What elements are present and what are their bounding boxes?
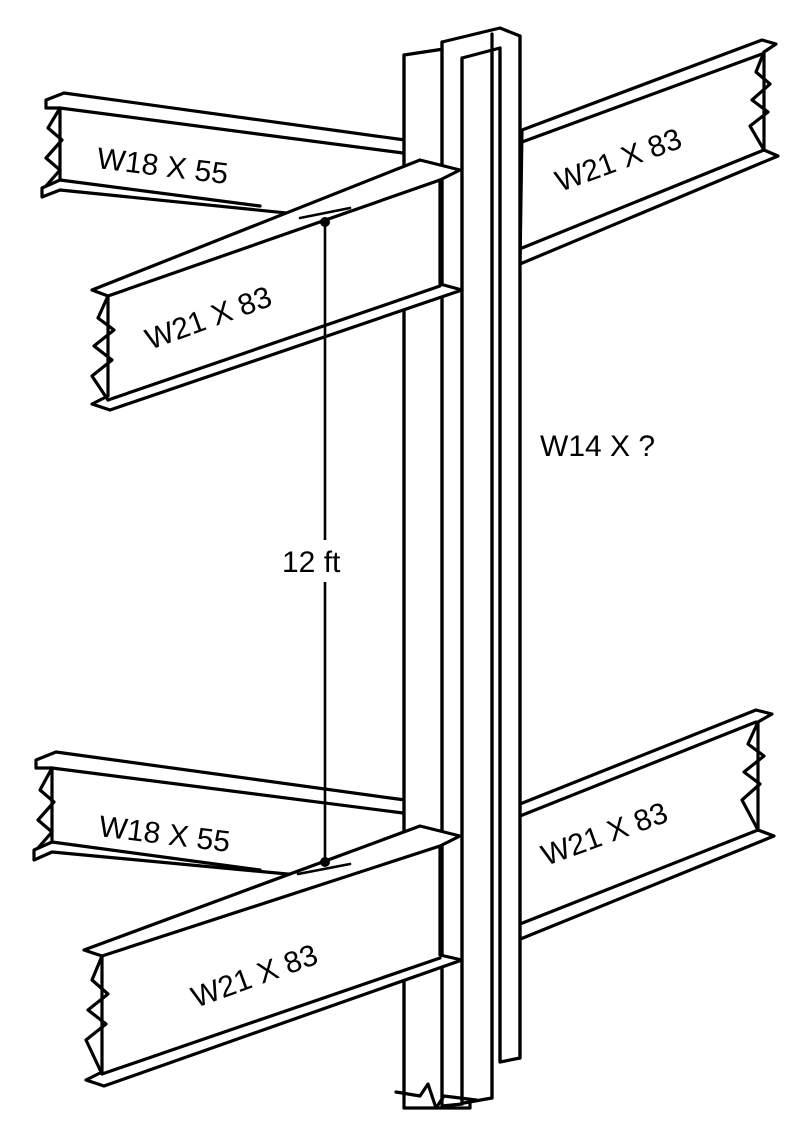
beam-back-left-lower [32,750,407,887]
dimension-top-dot [320,217,330,227]
beam-front-left-upper [90,158,464,412]
beam-right-lower [516,708,776,942]
story-height-dimension [280,206,370,876]
beam-right-upper [518,38,780,266]
label-column: W14 X ? [540,430,655,463]
dimension-bottom-dot [320,857,330,867]
label-story-height: 12 ft [282,546,341,579]
beam-front-left-lower [82,824,464,1088]
beam-back-left-upper [40,91,407,227]
